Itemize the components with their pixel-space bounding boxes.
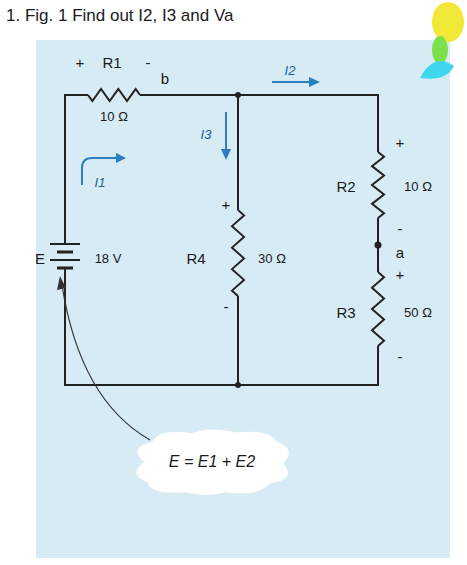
battery-plate [50,243,80,245]
circuit-label: - [224,299,229,314]
current-arrow-i2 [272,81,310,83]
circuit-label: 50 Ω [404,306,432,319]
resistor-symbol [372,272,384,346]
cloud-outline [136,429,289,495]
circuit-label: E [35,251,45,266]
circuit-label: + [396,135,405,150]
resistor-symbol [372,152,384,218]
circuit-label: 10 Ω [404,180,432,193]
battery-plate [57,267,73,270]
cloud-bubble: E = E1 + E2 [127,426,297,498]
wire [65,268,378,385]
circuit-label: + [396,267,405,282]
battery-plate [50,259,80,261]
circuit-label: 10 Ω [100,110,128,123]
arrowhead [116,153,126,163]
current-arrow-i3 [225,112,227,150]
resistor-symbol [88,89,140,101]
circuit-label: + [76,55,85,70]
circuit-label: R1 [102,55,121,70]
junction-dot [235,382,241,388]
node-a-dot [375,242,382,249]
circuit-label: b [161,71,169,86]
battery-plate [57,251,73,254]
arrowhead [57,276,66,290]
circuit-label: 30 Ω [258,252,286,265]
wire [237,95,239,210]
decoration-blob [432,36,448,64]
resistor-symbol [232,210,244,296]
decoration-blob [432,2,464,42]
circuit-label: - [398,221,403,236]
wire [237,296,239,385]
resistor-symbols [88,89,384,346]
figure-title: 1. Fig. 1 Find out I2, I3 and Va [6,6,233,26]
circuit-label: R4 [186,251,205,266]
panel-background [36,40,450,558]
current-arrows [82,77,320,185]
circuit-label: R3 [336,305,355,320]
decoration-blob [420,61,454,79]
arrowhead [221,149,231,160]
leader-line [62,285,150,440]
circuit-label: R2 [336,179,355,194]
circuit-label: I2 [285,64,296,77]
wires [50,95,378,385]
circuit-label: I1 [95,176,106,189]
arrowhead [309,77,320,87]
circuit-label: 18 V [95,252,122,265]
circuit-label: + [222,197,231,212]
junction-dot [235,92,241,98]
wire [65,95,88,244]
circuit-label: - [398,349,403,364]
bubble-text: E = E1 + E2 [169,453,255,471]
circuit-label: I3 [201,128,212,141]
circuit-label: - [146,55,151,70]
wire [140,95,378,152]
circuit-label: a [396,245,404,260]
